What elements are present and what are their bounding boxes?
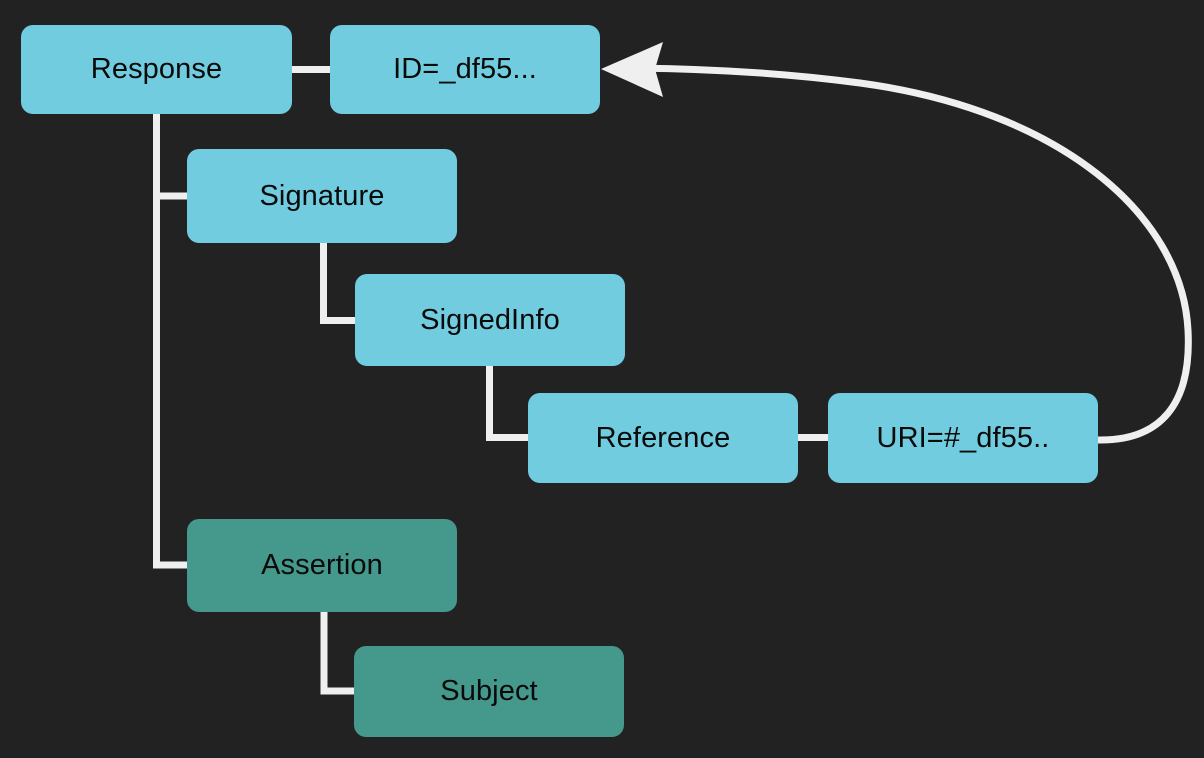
arrowhead-icon <box>601 42 663 97</box>
node-uri-attribute[interactable]: URI=#_df55.. <box>828 393 1098 483</box>
edge-response-to-assertion <box>153 114 187 569</box>
node-subject-label: Subject <box>440 675 538 707</box>
node-reference[interactable]: Reference <box>528 393 798 483</box>
edge-signature-to-signedinfo <box>320 243 355 324</box>
edge-signedinfo-to-reference <box>486 366 528 441</box>
node-signature[interactable]: Signature <box>187 149 457 243</box>
node-assertion-label: Assertion <box>261 549 383 581</box>
node-id-attribute-label: ID=_df55... <box>393 53 537 85</box>
edge-uri-to-id-curve <box>611 64 1192 444</box>
node-reference-label: Reference <box>595 421 731 454</box>
node-id-attribute[interactable]: ID=_df55... <box>330 25 600 114</box>
node-subject[interactable]: Subject <box>354 646 624 737</box>
node-uri-attribute-label: URI=#_df55.. <box>876 421 1050 454</box>
edge-assertion-to-subject <box>320 612 354 695</box>
node-signedinfo[interactable]: SignedInfo <box>355 274 625 366</box>
node-response[interactable]: Response <box>21 25 292 114</box>
node-signedinfo-label: SignedInfo <box>420 303 560 336</box>
node-response-label: Response <box>90 53 223 85</box>
node-signature-label: Signature <box>259 179 385 212</box>
node-assertion[interactable]: Assertion <box>187 519 457 612</box>
edge-response-to-signature <box>153 114 187 200</box>
